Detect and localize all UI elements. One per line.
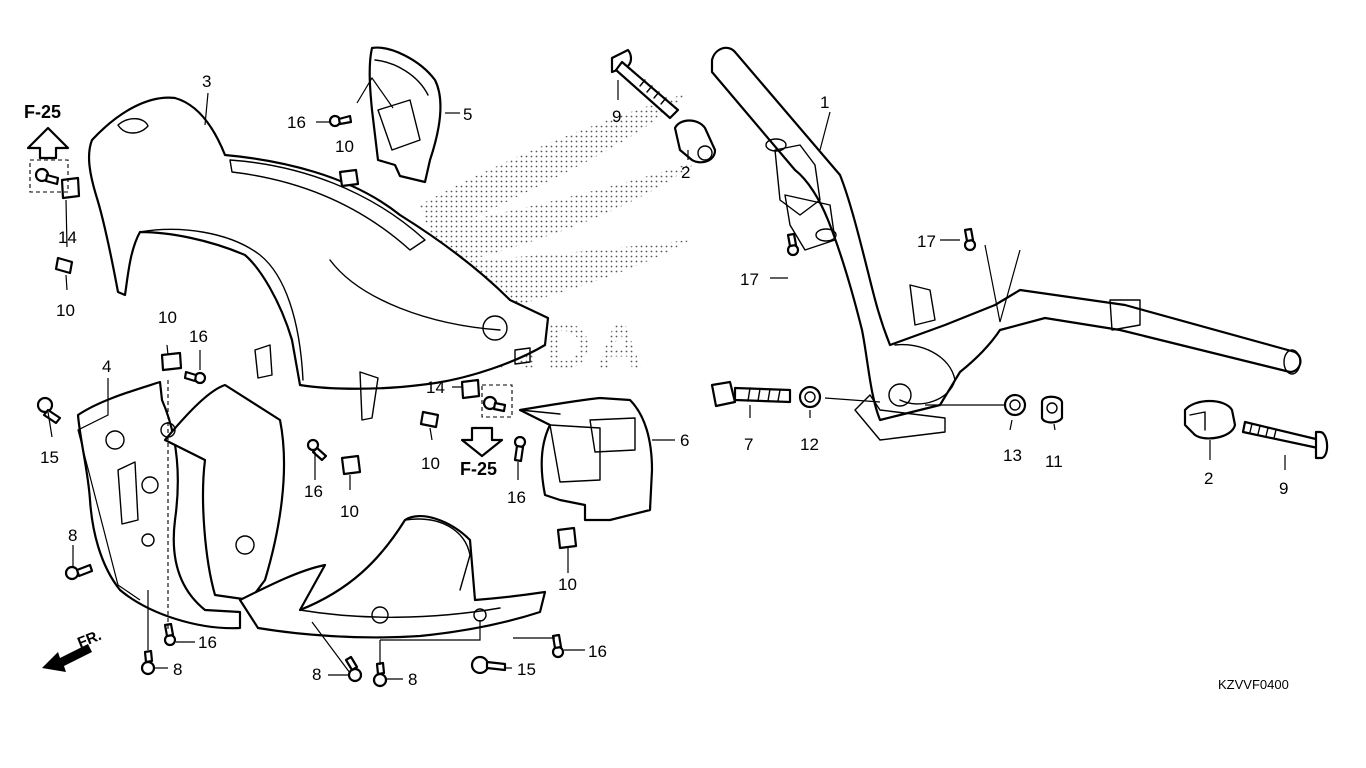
leader-lines bbox=[47, 76, 1286, 680]
cover-ignition-hole bbox=[482, 315, 508, 341]
clip-10-b bbox=[54, 256, 74, 275]
stem-hole bbox=[888, 383, 912, 407]
screw-17-b bbox=[963, 227, 977, 252]
bolt-ref-a bbox=[34, 167, 60, 186]
clip-10-c bbox=[160, 351, 183, 372]
screw-16-b bbox=[183, 370, 207, 385]
callout-15-b: 15 bbox=[517, 660, 536, 679]
callout-9-lower: 9 bbox=[1279, 479, 1288, 498]
callout-12: 12 bbox=[800, 435, 819, 454]
part-9-bolt-upper bbox=[610, 48, 680, 120]
bolt-15-b bbox=[470, 655, 507, 675]
callout-14-b: 14 bbox=[426, 378, 445, 397]
part-12-collar bbox=[798, 385, 822, 409]
callout-10-a: 10 bbox=[335, 137, 354, 156]
callout-1: 1 bbox=[820, 93, 829, 112]
part-9-bolt-lower bbox=[1241, 420, 1329, 460]
lower-front-cover bbox=[238, 515, 547, 639]
diagram-code: KZVVF0400 bbox=[1218, 677, 1289, 692]
callout-6: 6 bbox=[680, 431, 689, 450]
wing-watermark bbox=[420, 92, 700, 320]
part-13-washer bbox=[1003, 393, 1027, 417]
part-2-bar-end-weight-upper bbox=[673, 119, 717, 164]
screw-17-a bbox=[786, 232, 800, 257]
callout-10-c: 10 bbox=[158, 308, 177, 327]
callout-17-b: 17 bbox=[917, 232, 936, 251]
part-3-front-handle-cover bbox=[87, 96, 550, 421]
callouts: 1 2 2 3 4 5 6 7 8 8 8 8 9 9 10 10 10 10 … bbox=[40, 72, 1288, 689]
clip-14-b bbox=[460, 378, 481, 400]
callout-8-a: 8 bbox=[68, 526, 77, 545]
part-4-lower-cover-left bbox=[76, 380, 286, 630]
fasteners bbox=[34, 114, 977, 688]
part-5-cover-piece bbox=[368, 46, 442, 184]
clip-10-a bbox=[338, 168, 360, 188]
clip-10-e bbox=[340, 454, 362, 476]
callout-16-e: 16 bbox=[198, 633, 217, 652]
callout-2-upper: 2 bbox=[681, 163, 690, 182]
callout-9-upper: 9 bbox=[612, 107, 621, 126]
part-11-nut bbox=[1040, 395, 1064, 424]
callout-10-b: 10 bbox=[56, 301, 75, 320]
part-2-bar-end-weight-lower bbox=[1183, 399, 1237, 440]
part-6-cover-piece bbox=[518, 396, 654, 522]
bolt-8-d bbox=[372, 661, 388, 688]
screw-16-e bbox=[163, 622, 177, 647]
clip-10-d bbox=[419, 410, 440, 429]
callout-8-d: 8 bbox=[408, 670, 417, 689]
screw-16-d bbox=[513, 435, 527, 463]
callout-14-a: 14 bbox=[58, 228, 77, 247]
screw-16-f bbox=[551, 633, 565, 659]
callout-16-a: 16 bbox=[287, 113, 306, 132]
callout-8-b: 8 bbox=[173, 660, 182, 679]
screw-16-a bbox=[328, 114, 353, 128]
callout-11: 11 bbox=[1045, 452, 1063, 471]
clip-14-a bbox=[60, 176, 81, 200]
callout-16-f: 16 bbox=[588, 642, 607, 661]
part-7-bolt bbox=[710, 380, 792, 408]
bolt-8-b bbox=[140, 649, 156, 676]
callout-10-d: 10 bbox=[421, 454, 440, 473]
ref-arrow-down bbox=[460, 426, 504, 458]
part-1-handlebar bbox=[710, 46, 1302, 441]
bolt-8-c bbox=[344, 655, 363, 683]
ref-arrow-up bbox=[26, 126, 70, 160]
ref-label-f25-lower: F-25 bbox=[460, 459, 497, 479]
callout-16-b: 16 bbox=[189, 327, 208, 346]
callout-4: 4 bbox=[102, 357, 111, 376]
ref-label-f25-upper: F-25 bbox=[24, 102, 61, 122]
bolt-ref-b bbox=[482, 395, 507, 413]
callout-16-d: 16 bbox=[507, 488, 526, 507]
screw-16-c bbox=[306, 438, 328, 462]
front-arrow-icon bbox=[42, 644, 92, 672]
callout-3: 3 bbox=[202, 72, 211, 91]
callout-8-c: 8 bbox=[312, 665, 321, 684]
callout-2-lower: 2 bbox=[1204, 469, 1213, 488]
callout-13: 13 bbox=[1003, 446, 1022, 465]
callout-10-e: 10 bbox=[340, 502, 359, 521]
front-label: FR. bbox=[75, 627, 104, 652]
clip-10-f bbox=[556, 526, 578, 550]
callout-5: 5 bbox=[463, 105, 472, 124]
callout-10-f: 10 bbox=[558, 575, 577, 594]
mount-boss bbox=[105, 430, 125, 450]
callout-16-c: 16 bbox=[304, 482, 323, 501]
callout-7: 7 bbox=[744, 435, 753, 454]
callout-15-a: 15 bbox=[40, 448, 59, 467]
callout-17-a: 17 bbox=[740, 270, 759, 289]
bolt-8-a bbox=[64, 563, 94, 581]
cover-hole bbox=[117, 118, 149, 134]
ref-box-center bbox=[481, 384, 513, 418]
